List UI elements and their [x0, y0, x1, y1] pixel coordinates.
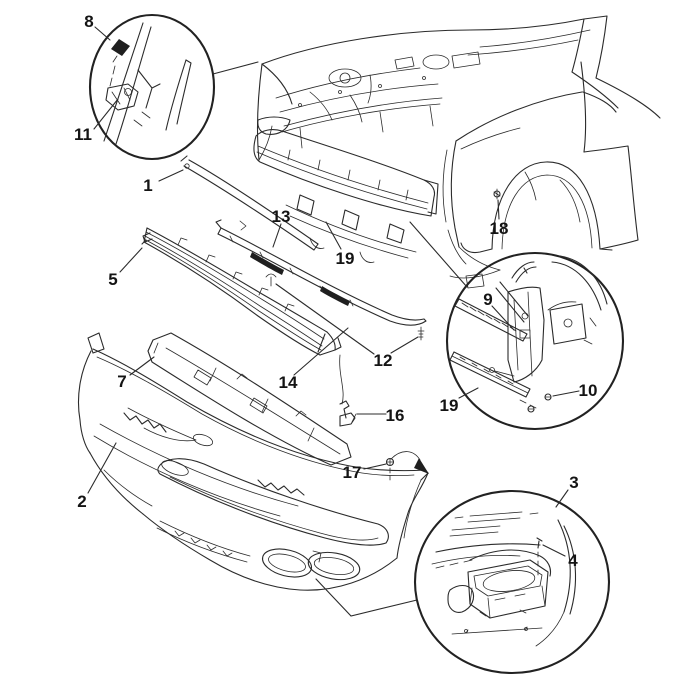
callout-13: 13 [272, 207, 291, 226]
callout-18: 18 [490, 219, 509, 238]
part-13-molding [215, 219, 427, 376]
callout-10: 10 [579, 381, 598, 400]
callout-14: 14 [279, 373, 298, 392]
bolt-12 [417, 326, 425, 341]
part-5-grille-strip [119, 227, 342, 356]
inset-rail-detail [409, 221, 625, 431]
callout-9: 9 [483, 290, 492, 309]
inset-fender-detail [88, 13, 259, 161]
part-2-fascia [77, 332, 429, 591]
callout-5: 5 [108, 270, 117, 289]
vehicle-front-view [253, 15, 661, 289]
part-7-absorber [129, 332, 352, 466]
callout-17: 17 [343, 463, 362, 482]
inset-foglamp-detail [315, 489, 611, 675]
callout-19-car: 19 [336, 249, 355, 268]
screw-4 [536, 537, 543, 549]
part-8-pad [111, 39, 130, 56]
callout-1: 1 [143, 176, 152, 195]
arrow-to-fascia-corner [414, 458, 429, 474]
callout-7: 7 [117, 372, 126, 391]
callout-labels: 8 11 1 13 19 18 5 12 14 16 7 2 17 9 19 1… [74, 12, 597, 570]
callout-19-inset: 19 [440, 396, 459, 415]
callout-16: 16 [386, 406, 405, 425]
part-16-bracket [339, 354, 387, 427]
part-1-molding-strip [158, 155, 319, 251]
callout-4: 4 [568, 551, 578, 570]
callout-12: 12 [374, 351, 393, 370]
callout-3: 3 [569, 473, 578, 492]
callout-8: 8 [84, 12, 93, 31]
callout-2: 2 [77, 492, 86, 511]
bolt-17 [385, 457, 395, 467]
callout-11: 11 [74, 125, 92, 144]
clip-12 [265, 273, 277, 287]
